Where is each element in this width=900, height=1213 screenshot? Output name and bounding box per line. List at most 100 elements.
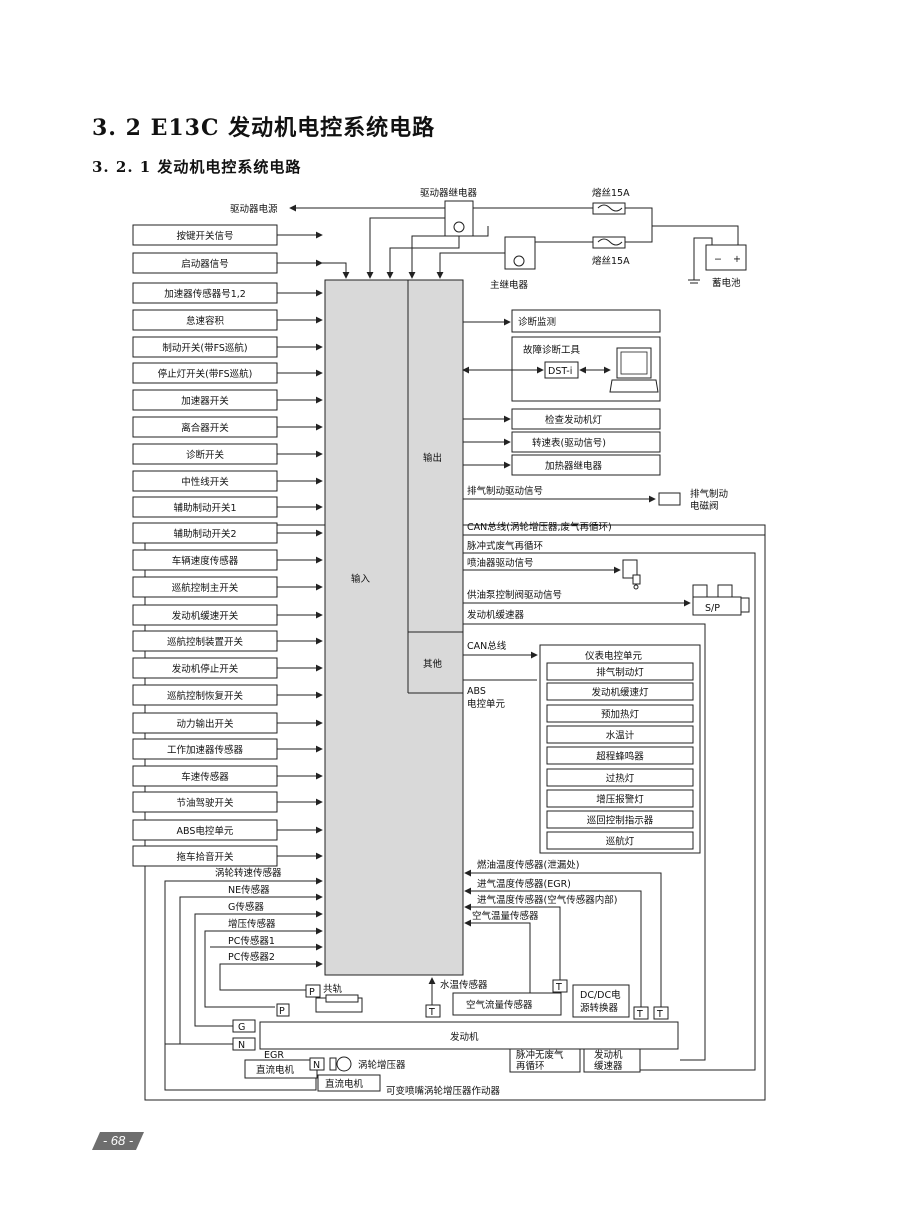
input-label-2: 启动器信号 (181, 258, 229, 270)
ecu-input-label: 输入 (351, 573, 371, 585)
retarder-box-label: 发动机 (594, 1049, 623, 1061)
meter-item-box-5 (546, 746, 694, 765)
svg-text:再循环: 再循环 (516, 1060, 545, 1072)
svg-text:电磁阀: 电磁阀 (690, 500, 719, 512)
dcdc-label: DC/DC电 (580, 989, 621, 1001)
heater-relay-label: 加热器继电器 (545, 460, 603, 472)
turbocharger-label: 涡轮增压器 (358, 1059, 406, 1071)
input-label-5: 制动开关(带FS巡航) (162, 342, 247, 354)
common-rail-label: 共轨 (323, 983, 343, 995)
input-label-14: 巡航控制主开关 (172, 582, 239, 594)
pc1-label: PC传感器1 (228, 935, 275, 947)
svg-text:G: G (238, 1022, 245, 1033)
fuse1-label: 熔丝15A (592, 187, 630, 199)
fuse2-label: 熔丝15A (592, 255, 630, 267)
input-label-4: 怠速容积 (186, 315, 225, 327)
main-relay-label: 主继电器 (490, 279, 529, 291)
input-label-19: 动力输出开关 (176, 718, 234, 730)
dcdc-box (572, 984, 630, 1018)
diag-monitor-label: 诊断监测 (518, 316, 556, 328)
driver-relay-label: 驱动器继电器 (420, 187, 478, 199)
dst-label: DST-i (548, 366, 572, 377)
meter-item-label-8: 巡回控制指示器 (587, 815, 654, 827)
meter-item-box-3 (546, 704, 694, 723)
g-sensor (232, 1019, 256, 1033)
abs-label: ABS (467, 686, 486, 697)
meter-item-label-3: 预加热灯 (601, 709, 640, 721)
injector-icon (622, 559, 641, 590)
svg-text:P: P (279, 1006, 285, 1017)
ecu-block (324, 279, 464, 976)
meter-item-box-9 (546, 831, 694, 850)
input-label-8: 离合器开关 (181, 422, 229, 434)
meter-ecu-title: 仪表电控单元 (585, 650, 643, 662)
main-relay (504, 236, 536, 270)
retarder-box (583, 1048, 641, 1073)
meter-item-label-7: 增压报警灯 (596, 794, 644, 806)
tachometer-box (511, 431, 661, 453)
meter-items: 排气制动灯发动机缓速灯预加热灯水温计超程蜂鸣器过热灯增压报警灯巡回控制指示器巡航… (546, 662, 694, 850)
page-number: - 68 - (92, 1132, 144, 1150)
injector-signal-label: 喷油器驱动信号 (467, 557, 534, 569)
svg-text:N: N (238, 1040, 245, 1051)
dst-device (544, 361, 579, 379)
input-label-6: 停止灯开关(带FS巡航) (158, 368, 253, 380)
pump-signal-label: 供油泵控制阀驱动信号 (467, 589, 562, 601)
ne-sensor (232, 1037, 256, 1051)
meter-item-label-4: 水温计 (606, 730, 635, 742)
input-label-9: 诊断开关 (186, 449, 225, 461)
abs-ecu-label: 电控单元 (467, 698, 506, 710)
svg-text:T: T (656, 1009, 663, 1020)
input-label-13: 车辆速度传感器 (172, 555, 239, 567)
ecu-other-label: 其他 (423, 658, 443, 670)
input-label-7: 加速器开关 (181, 395, 229, 407)
pc2-label: PC传感器2 (228, 951, 275, 963)
fault-tool-label: 故障诊断工具 (523, 344, 581, 356)
input-label-20: 工作加速器传感器 (167, 744, 244, 756)
meter-item-box-2 (546, 682, 694, 701)
turbo-n-sensor (309, 1057, 325, 1071)
meter-item-box-6 (546, 768, 694, 787)
section-title: 3. 2 E13C 发动机电控系统电路 (92, 115, 436, 141)
input-label-24: 拖车拾音开关 (176, 851, 234, 863)
meter-item-label-6: 过热灯 (606, 773, 635, 785)
battery-label: 蓄电池 (712, 277, 741, 289)
input-label-18: 巡航控制恢复开关 (167, 690, 244, 702)
diag-monitor-box (511, 309, 661, 333)
dc-motor-2 (317, 1074, 381, 1092)
svg-text:P: P (309, 987, 315, 998)
engine-retarder-label: 发动机缓速器 (467, 609, 525, 621)
tachometer-label: 转速表(驱动信号) (532, 437, 606, 449)
laptop-icon (609, 347, 659, 393)
meter-item-label-2: 发动机缓速灯 (591, 687, 649, 699)
turbocharger-icon (329, 1056, 352, 1072)
pulse-egr-box (509, 1048, 581, 1073)
supply-pump-icon (692, 584, 750, 616)
input-label-15: 发动机缓速开关 (172, 610, 239, 622)
fuse1 (592, 202, 626, 215)
heater-relay-box (511, 454, 661, 476)
boost-sensor-label: 增压传感器 (228, 918, 276, 930)
check-engine-label: 检查发动机灯 (545, 414, 603, 426)
input-label-1: 按键开关信号 (176, 230, 233, 242)
exhaust-brake-valve (658, 492, 681, 506)
g-sensor-label: G传感器 (228, 901, 264, 913)
battery (705, 244, 747, 271)
meter-item-box-8 (546, 810, 694, 829)
turbo-speed-label: 涡轮转速传感器 (215, 867, 282, 879)
svg-text:T: T (428, 1007, 435, 1018)
egr-label: EGR (264, 1050, 284, 1061)
air-temp-label: 空气温量传感器 (472, 910, 539, 922)
common-rail-icon (315, 994, 363, 1013)
sp-label: S/P (705, 603, 720, 614)
input-label-16: 巡航控制装置开关 (167, 636, 244, 648)
meter-item-box-7 (546, 789, 694, 808)
check-engine-box (511, 408, 661, 430)
meter-item-label-9: 巡航灯 (606, 836, 635, 848)
svg-text:N: N (313, 1060, 320, 1071)
input-label-12: 辅助制动开关2 (173, 528, 236, 540)
subsection-title: 3. 2. 1 发动机电控系统电路 (92, 158, 302, 176)
svg-text:T: T (555, 982, 562, 993)
svg-text:源转换器: 源转换器 (580, 1002, 619, 1014)
intake-temp-egr-label: 进气温度传感器(EGR) (477, 878, 571, 890)
